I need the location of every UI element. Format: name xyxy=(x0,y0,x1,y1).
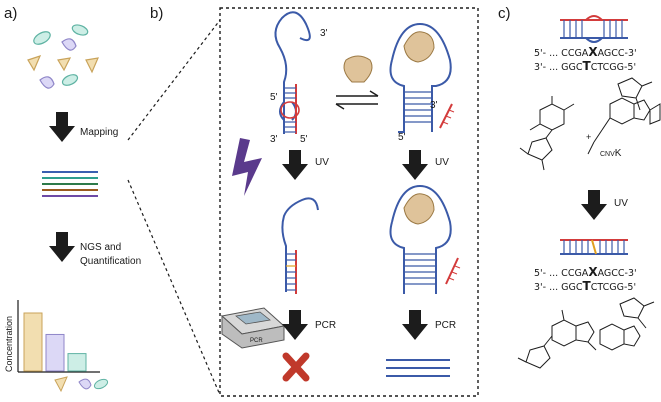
bars xyxy=(23,312,87,372)
panel-a: a) Mapping NGS and Quantification Concen… xyxy=(4,5,141,393)
plus-sign: + xyxy=(586,132,591,142)
uv-label-c: UV xyxy=(614,198,628,209)
seq-bottom-1: 5'- ... CCGAXAGCC-3' xyxy=(534,265,637,279)
ngs-arrow xyxy=(49,232,75,262)
panel-a-label: a) xyxy=(4,5,17,22)
zoom-box xyxy=(219,7,479,397)
aptamer-target-complex xyxy=(389,184,461,294)
label-5prime-right: 5' xyxy=(398,132,406,143)
concentration-bar xyxy=(23,312,43,372)
equilibrium xyxy=(335,55,379,110)
uv-lightning-icon xyxy=(232,138,262,196)
label-3prime-right: 3' xyxy=(430,100,438,111)
pcr-instrument-label: PCR xyxy=(250,338,263,344)
duplex-bottom xyxy=(560,239,628,255)
aptamer-with-capture: 3' 5' 3' 5' xyxy=(270,11,328,145)
target-molecule xyxy=(343,55,373,83)
ngs-label-line1: NGS and xyxy=(80,242,121,253)
sequence-lines xyxy=(42,171,98,197)
mapping-arrow xyxy=(49,112,75,142)
cnvk-label: CNVK xyxy=(600,148,622,159)
panel-c-label: c) xyxy=(498,5,511,22)
ngs-label-line2: Quantification xyxy=(80,256,141,267)
chart-ylabel: Concentration xyxy=(4,316,14,372)
concentration-bar xyxy=(45,333,65,372)
label-3prime-bot: 3' xyxy=(270,134,278,145)
cnvk-structure xyxy=(587,77,661,155)
zoom-line-bottom xyxy=(127,179,221,396)
crosslinked-duplex xyxy=(281,197,319,294)
panel-b: b) 3' 5' 3' 5' xyxy=(150,5,479,397)
panel-c: c) 5'- ... CCGAXAGCC-3' 3'- ... GGCTCTCG… xyxy=(498,5,661,369)
seq-top-2: 3'- ... GGCTCTCGG-5' xyxy=(534,59,636,73)
thymidine-structure xyxy=(519,96,575,171)
uv-arrow-c xyxy=(581,190,607,220)
uv-arrow-left xyxy=(282,150,308,180)
panel-b-label: b) xyxy=(150,5,163,22)
uv-arrow-right xyxy=(402,150,428,180)
mapping-label: Mapping xyxy=(80,127,118,138)
amplified-products xyxy=(386,359,450,377)
duplex-top xyxy=(560,15,628,43)
zoom-line-top xyxy=(127,19,221,141)
concentration-chart: Concentration xyxy=(4,300,109,393)
seq-bottom-2: 3'- ... GGCTCTCGG-5' xyxy=(534,279,636,293)
crosslinked-product-structure xyxy=(517,297,655,369)
pcr-arrow-left xyxy=(282,310,308,340)
aptamer-bound-target: 3' 5' xyxy=(389,22,455,143)
seq-top-1: 5'- ... CCGAXAGCC-3' xyxy=(534,45,637,59)
pcr-label-left: PCR xyxy=(315,320,336,331)
capsule-icon xyxy=(93,378,109,390)
uv-label-right: UV xyxy=(435,157,449,168)
molecule-cloud xyxy=(27,24,99,89)
no-amplification-cross-icon xyxy=(282,352,310,382)
label-5prime-bot: 5' xyxy=(300,134,308,145)
concentration-bar xyxy=(67,353,87,372)
uv-label-left: UV xyxy=(315,157,329,168)
target-icon xyxy=(54,376,68,393)
pcr-instrument-icon: PCR xyxy=(220,307,286,349)
pcr-arrow-right xyxy=(402,310,428,340)
pcr-label-right: PCR xyxy=(435,320,456,331)
label-3prime-top: 3' xyxy=(320,28,328,39)
ligand-icon xyxy=(78,378,92,390)
label-5prime-mid: 5' xyxy=(270,92,278,103)
